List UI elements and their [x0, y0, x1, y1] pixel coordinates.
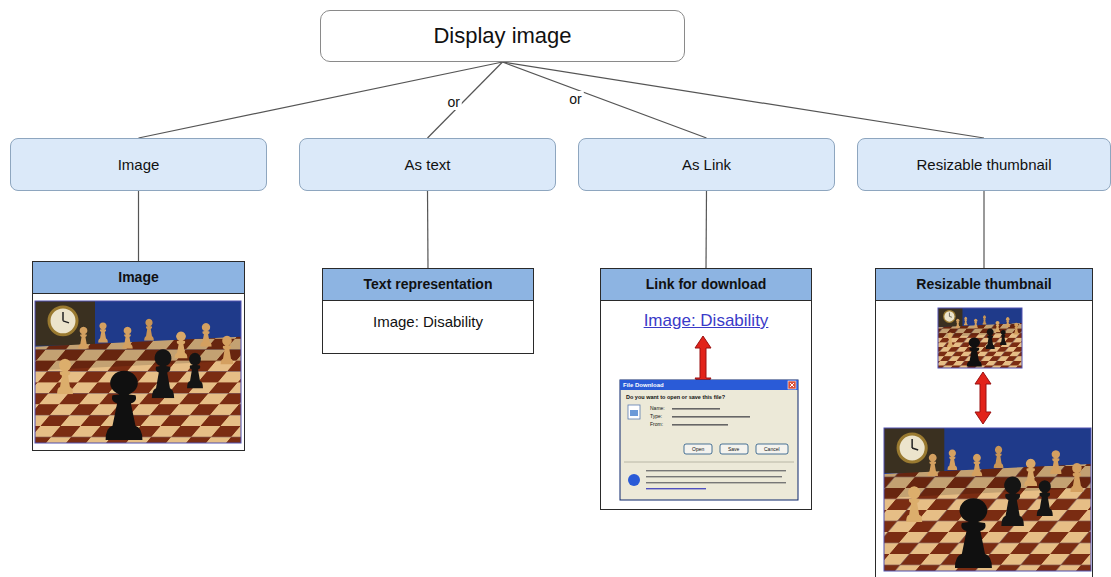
dialog-text: Name:	[650, 406, 665, 411]
connector-line	[138, 191, 139, 261]
option-label: Resizable thumbnail	[916, 156, 1051, 173]
connector-line	[503, 62, 707, 138]
example-panel: Text representationImage: Disability	[322, 268, 534, 354]
option-box: As text	[299, 138, 556, 191]
edge-label: or	[446, 94, 462, 110]
example-panel: Link for downloadImage: Disability	[600, 268, 812, 510]
panel-heading: Image	[33, 262, 244, 294]
chess-photo	[35, 301, 241, 443]
dialog-text: Type:	[650, 414, 662, 419]
body-text: Image: Disability	[601, 301, 811, 331]
dialog-text: Save	[728, 447, 739, 452]
option-label: As text	[405, 156, 451, 173]
root-box: Display image	[320, 10, 685, 62]
double-arrow	[975, 372, 991, 424]
connector-line	[428, 62, 503, 138]
panel-heading: Text representation	[323, 269, 533, 301]
panel-heading: Link for download	[601, 269, 811, 301]
dialog-text: Open	[692, 447, 704, 452]
option-label: As Link	[682, 156, 731, 173]
panel-heading: Resizable thumbnail	[876, 269, 1092, 301]
edge-label: or	[567, 91, 583, 107]
connector-line	[503, 62, 985, 138]
example-panel: Resizable thumbnail	[875, 268, 1093, 577]
dialog-text: Cancel	[764, 447, 780, 452]
option-box: Resizable thumbnail	[857, 138, 1111, 191]
option-box: Image	[10, 138, 267, 191]
chess-thumbnail	[938, 308, 1022, 368]
body-text: Image: Disability	[323, 301, 533, 330]
option-box: As Link	[578, 138, 835, 191]
dialog-text: File Download	[623, 382, 664, 388]
dialog-text: Do you want to open or save this file?	[626, 395, 725, 401]
connector-line	[139, 62, 503, 138]
connector-line	[983, 191, 984, 268]
download-dialog	[620, 380, 798, 500]
root-label: Display image	[433, 23, 571, 49]
option-label: Image	[118, 156, 160, 173]
example-panel: Image	[32, 261, 245, 451]
connector-line	[427, 191, 429, 268]
connector-line	[705, 191, 707, 268]
dialog-text: From:	[650, 422, 663, 427]
chess-photo-large	[884, 428, 1091, 571]
